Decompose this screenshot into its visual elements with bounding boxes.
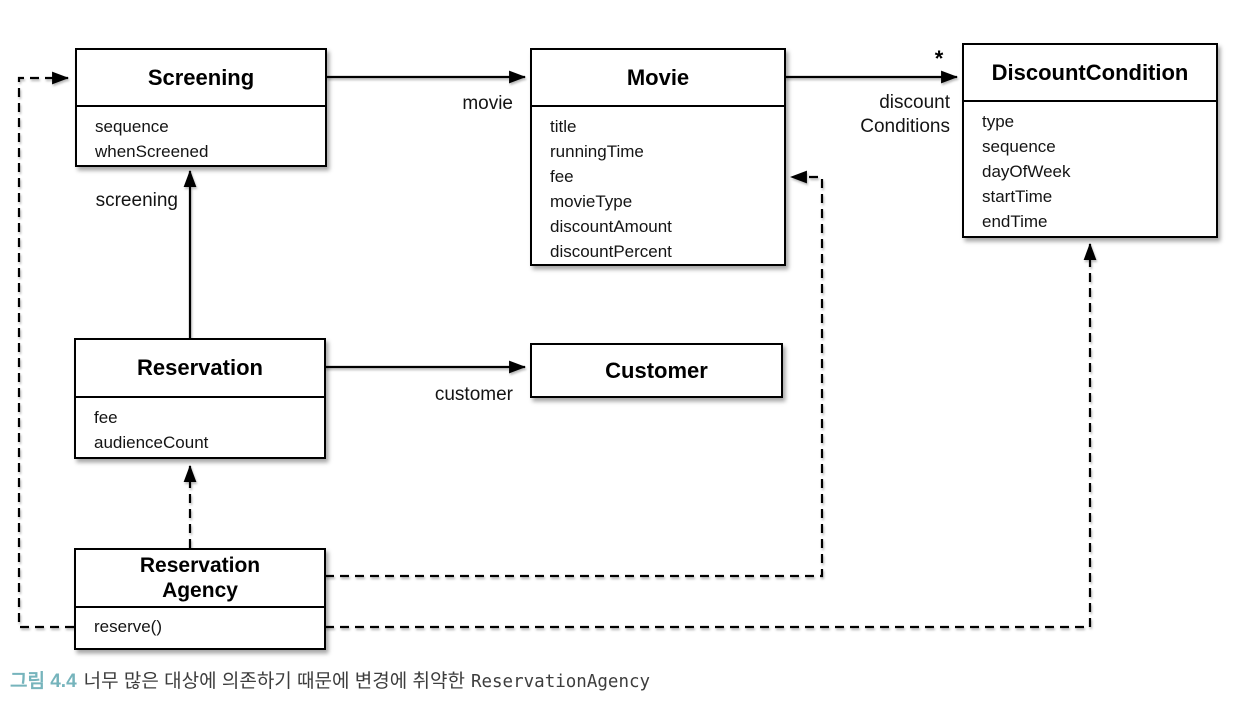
class-name-movie: Movie <box>532 50 784 107</box>
class-attrs-reservation: fee audienceCount <box>76 398 324 455</box>
attribute: audienceCount <box>94 433 209 452</box>
class-name-reservation: Reservation <box>76 340 324 398</box>
class-methods-reservation-agency: reserve() <box>76 608 324 639</box>
attribute: type <box>982 112 1015 131</box>
attribute: fee <box>550 167 574 186</box>
attribute: endTime <box>982 212 1048 231</box>
class-attrs-movie: title runningTime fee movieType discount… <box>532 107 784 264</box>
attribute: sequence <box>982 137 1056 156</box>
attribute: title <box>550 117 577 136</box>
edge-label-customer: customer <box>434 384 513 405</box>
figure-caption-text: 너무 많은 대상에 의존하기 때문에 변경에 취약한 <box>83 671 465 692</box>
class-name-label: Movie <box>626 64 690 90</box>
method: reserve() <box>94 617 163 636</box>
edge-label-line: discount <box>879 92 950 113</box>
edge-agency-to-discountcondition <box>325 242 1097 629</box>
class-name-label: Customer <box>605 357 708 383</box>
class-name-label: DiscountCondition <box>991 59 1189 85</box>
edge-label-movie: movie <box>462 93 513 114</box>
edge-agency-to-screening <box>17 71 74 629</box>
attribute: discountPercent <box>550 242 672 261</box>
class-box-reservation-agency: Reservation Agency reserve() <box>74 548 326 650</box>
attribute: whenScreened <box>95 142 209 161</box>
attribute: runningTime <box>550 142 644 161</box>
class-box-customer: Customer <box>530 343 783 398</box>
figure-caption-number: 그림 4.4 <box>10 671 77 692</box>
class-name-label: Screening <box>147 64 255 90</box>
class-name-label-line2: Agency <box>162 579 238 602</box>
attribute: startTime <box>982 187 1053 206</box>
class-box-reservation: Reservation fee audienceCount <box>74 338 326 459</box>
figure-caption-code: ReservationAgency <box>470 672 651 692</box>
edge-agency-to-movie <box>325 170 824 578</box>
class-attrs-screening: sequence whenScreened <box>77 107 325 164</box>
attribute: discountAmount <box>550 217 672 236</box>
class-box-discount-condition: DiscountCondition type sequence dayOfWee… <box>962 43 1218 238</box>
attribute: movieType <box>550 192 633 211</box>
attribute: dayOfWeek <box>982 162 1071 181</box>
multiplicity-star: * <box>934 46 944 71</box>
attribute: fee <box>94 408 118 427</box>
class-attrs-discount-condition: type sequence dayOfWeek startTime endTim… <box>964 102 1216 234</box>
class-box-screening: Screening sequence whenScreened <box>75 48 327 167</box>
edge-label-line: Conditions <box>860 116 950 137</box>
class-name-screening: Screening <box>77 50 325 107</box>
edge-label-screening: screening <box>95 190 178 211</box>
class-name-discount-condition: DiscountCondition <box>964 45 1216 102</box>
class-name-label-line1: Reservation <box>139 554 261 577</box>
attribute: sequence <box>95 117 169 136</box>
edge-label-discount-conditions: discount Conditions <box>810 91 950 139</box>
class-box-movie: Movie title runningTime fee movieType di… <box>530 48 786 266</box>
class-name-customer: Customer <box>532 345 781 396</box>
class-name-reservation-agency: Reservation Agency <box>76 550 324 608</box>
class-name-label: Reservation <box>137 355 263 380</box>
